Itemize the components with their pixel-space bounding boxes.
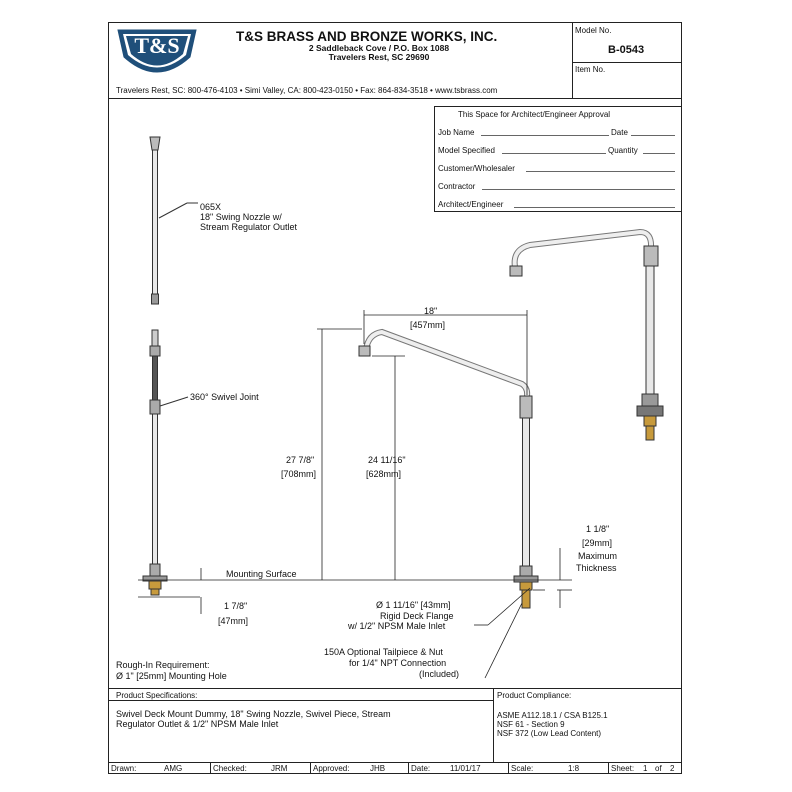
model-specified-field[interactable]: [502, 153, 606, 154]
contractor-field[interactable]: [482, 189, 675, 190]
customer-field[interactable]: [526, 171, 675, 172]
nozzle-description-1: 18" Swing Nozzle w/: [200, 212, 282, 222]
ts-logo: T&S: [116, 27, 198, 85]
approval-box: [434, 106, 682, 212]
address-line-1: 2 Saddleback Cove / P.O. Box 1088: [308, 43, 450, 53]
footer-div-1: [210, 762, 211, 774]
sheet-of: of: [655, 764, 662, 773]
footer-div-3: [408, 762, 409, 774]
compliance-label: Product Compliance:: [497, 691, 572, 700]
specs-label: Product Specifications:: [116, 691, 198, 700]
address-line-2: Travelers Rest, SC 29690: [328, 52, 430, 62]
model-divider: [572, 62, 682, 63]
height-mm: [708mm]: [281, 469, 317, 479]
drawn-label: Drawn:: [111, 764, 137, 773]
tailpiece-label-1: 150A Optional Tailpiece & Nut: [324, 647, 443, 657]
architect-label: Architect/Engineer: [438, 200, 504, 209]
specs-divider: [493, 688, 494, 762]
model-label: Model No.: [575, 26, 612, 35]
date-label: Date: [611, 128, 628, 137]
footer-top: [108, 762, 682, 763]
contact-line: Travelers Rest, SC: 800-476-4103 • Simi …: [116, 86, 498, 95]
tailpiece-label-3: (Included): [419, 669, 460, 679]
width-mm: [457mm]: [410, 320, 446, 330]
swivel-side-view: [142, 329, 189, 596]
thickness-label-2: Thickness: [576, 563, 617, 573]
job-name-label: Job Name: [438, 128, 475, 137]
tailpiece-label-2: for 1/4" NPT Connection: [349, 658, 447, 668]
height2-inches: 24 11/16": [368, 455, 406, 465]
compliance-line-1: ASME A112.18.1 / CSA B125.1: [497, 711, 608, 720]
below-inches: 1 7/8": [224, 601, 248, 611]
sheet-number: 1: [643, 764, 648, 773]
date-label-footer: Date:: [411, 764, 431, 773]
compliance-line-2: NSF 61 - Section 9: [497, 720, 565, 729]
checked-value: JRM: [271, 764, 288, 773]
compliance-line-3: NSF 372 (Low Lead Content): [497, 729, 602, 738]
flange-label-2: Rigid Deck Flange: [380, 611, 454, 621]
nozzle-code: 065X: [200, 202, 222, 212]
specs-label-divider: [108, 700, 493, 701]
nozzle-side-view: [149, 136, 198, 305]
width-inches: 18": [424, 306, 438, 316]
specs-top: [108, 688, 682, 689]
checked-label: Checked:: [213, 764, 247, 773]
architect-field[interactable]: [514, 207, 675, 208]
specs-text-1: Swivel Deck Mount Dummy, 18" Swing Nozzl…: [116, 709, 391, 719]
specs-text-2: Regulator Outlet & 1/2" NPSM Male Inlet: [116, 719, 279, 729]
thickness-mm: [29mm]: [582, 538, 613, 548]
approved-value: JHB: [370, 764, 386, 773]
flange-label-3: w/ 1/2" NPSM Male Inlet: [348, 621, 446, 631]
quantity-field[interactable]: [643, 153, 675, 154]
date-value: 11/01/17: [450, 764, 481, 773]
contractor-label: Contractor: [438, 182, 476, 191]
header-bottom: [108, 98, 682, 99]
logo-text: T&S: [134, 33, 180, 58]
sheet-label: Sheet:: [611, 764, 635, 773]
thickness-label-1: Maximum: [578, 551, 618, 561]
customer-label: Customer/Wholesaler: [438, 164, 515, 173]
drawn-value: AMG: [164, 764, 183, 773]
height2-mm: [628mm]: [366, 469, 402, 479]
sheet-total: 2: [670, 764, 675, 773]
footer-div-5: [608, 762, 609, 774]
model-specified-label: Model Specified: [438, 146, 495, 155]
height-inches: 27 7/8": [286, 455, 315, 465]
drawing-sheet: [108, 22, 682, 774]
roughin-label-2: Ø 1" [25mm] Mounting Hole: [116, 671, 227, 681]
thickness-inches: 1 1/8": [586, 524, 610, 534]
nozzle-description-2: Stream Regulator Outlet: [200, 222, 298, 232]
item-label: Item No.: [575, 65, 606, 74]
faucet-perspective-view: [509, 228, 664, 441]
approval-title: This Space for Architect/Engineer Approv…: [458, 110, 611, 119]
scale-label: Scale:: [511, 764, 534, 773]
header-divider: [572, 22, 573, 98]
scale-value: 1:8: [568, 764, 580, 773]
roughin-label-1: Rough-In Requirement:: [116, 660, 210, 670]
quantity-label: Quantity: [608, 146, 638, 155]
mounting-surface-label: Mounting Surface: [226, 569, 297, 579]
job-name-field[interactable]: [481, 135, 609, 136]
approved-label: Approved:: [313, 764, 350, 773]
model-number: B-0543: [608, 44, 645, 56]
below-mm: [47mm]: [218, 616, 249, 626]
flange-label-1: Ø 1 11/16" [43mm]: [376, 600, 451, 610]
company-name: T&S BRASS AND BRONZE WORKS, INC.: [236, 29, 498, 44]
footer-div-2: [310, 762, 311, 774]
footer-div-4: [508, 762, 509, 774]
swivel-joint-label: 360° Swivel Joint: [190, 392, 259, 402]
date-field[interactable]: [631, 135, 675, 136]
